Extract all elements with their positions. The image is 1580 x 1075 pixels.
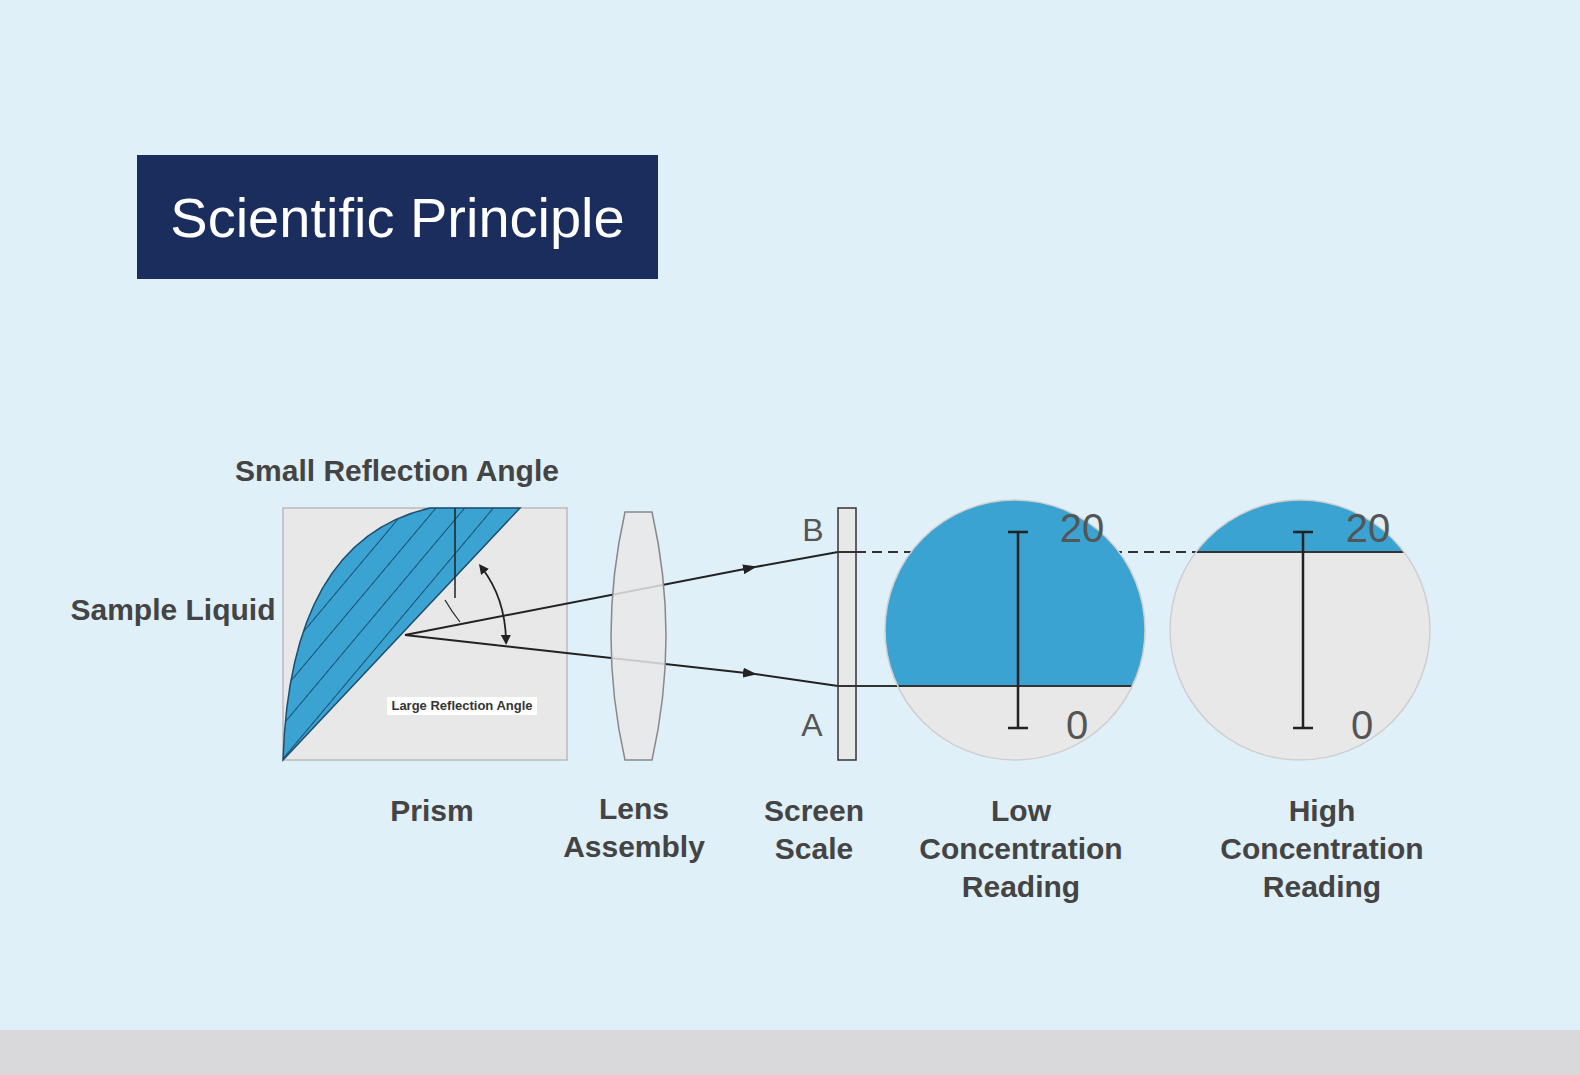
scale-letter: B (802, 508, 823, 552)
scale-number: 20 (1346, 506, 1391, 550)
part-name: Lens Assembly (549, 790, 719, 866)
ray-b (755, 552, 838, 567)
ray-b (405, 567, 755, 635)
guide-line (856, 685, 900, 687)
normal-line (454, 508, 456, 598)
callout-label: Small Reflection Angle (235, 452, 559, 490)
scale-number: 0 (1066, 703, 1088, 747)
footer-bar (0, 1030, 1580, 1075)
screen-scale (838, 508, 856, 760)
part-name: Prism (390, 792, 473, 830)
scale-number: 0 (1351, 703, 1373, 747)
part-name: Low Concentration Reading (896, 792, 1146, 906)
ray-a (405, 635, 755, 674)
callout-label: Sample Liquid (70, 591, 275, 629)
part-name: Screen Scale (749, 792, 879, 868)
title: Scientific Principle (170, 185, 624, 250)
low-reading-view (880, 495, 1150, 765)
prism (283, 508, 567, 760)
title-banner: Scientific Principle (137, 155, 658, 279)
scale-number: 20 (1060, 506, 1105, 550)
callout-label: Large Reflection Angle (387, 697, 536, 715)
large-angle-arc (482, 568, 506, 640)
sample-liquid (283, 508, 520, 760)
high-reading-view (1165, 495, 1435, 765)
scale-letter: A (801, 703, 822, 747)
small-angle-arc (445, 600, 460, 622)
ray-a (755, 674, 838, 686)
lens (611, 512, 666, 760)
part-name: High Concentration Reading (1197, 792, 1447, 906)
